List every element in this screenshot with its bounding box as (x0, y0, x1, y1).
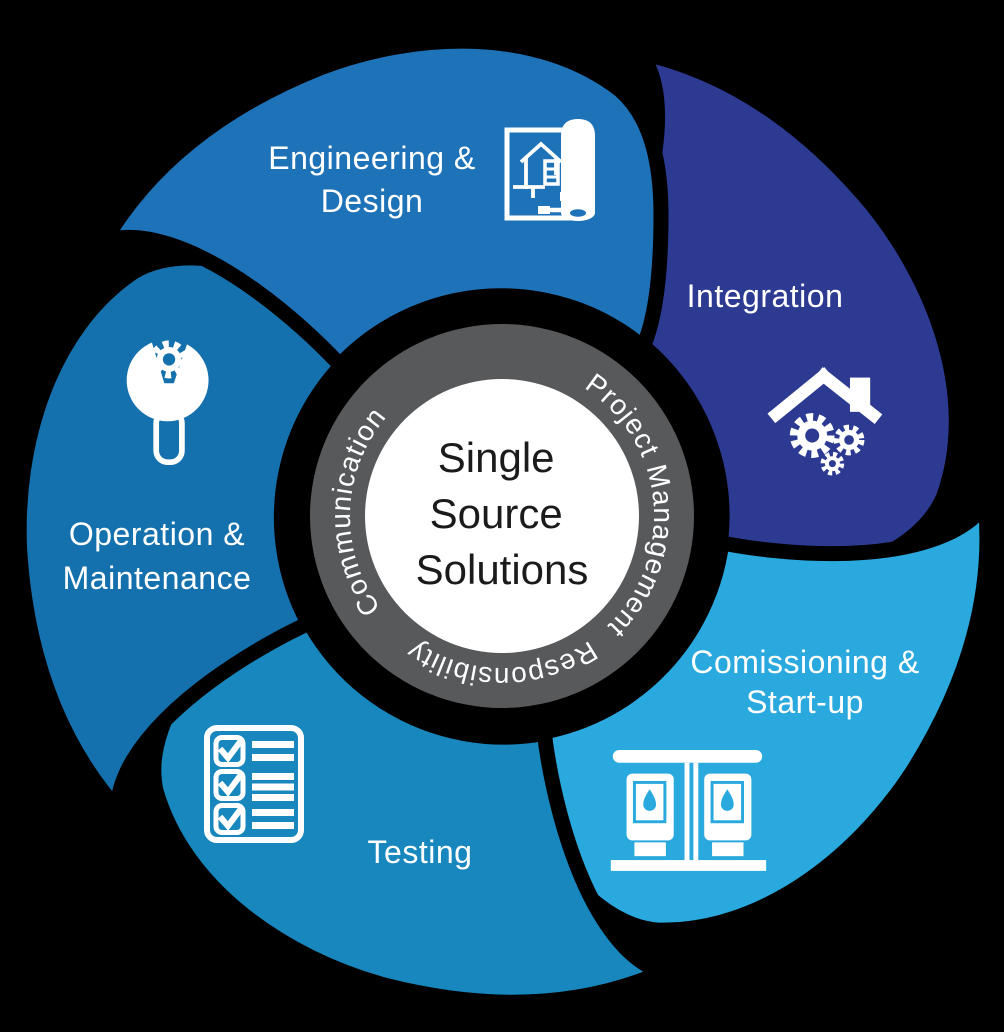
wrench-gear-icon (126, 329, 209, 466)
label-engineering-design: Engineering & Design (268, 140, 476, 219)
center-title: Single Source Solutions (416, 434, 589, 593)
center-circle (365, 379, 639, 653)
blueprint-icon (504, 119, 595, 221)
label-operation-maintenance: Operation & Maintenance (62, 516, 252, 596)
label-integration: Integration (686, 278, 844, 314)
house-gears-icon (767, 367, 883, 476)
checklist-icon (204, 725, 304, 843)
fuel-pumps-icon (610, 749, 767, 871)
label-testing: Testing (367, 834, 473, 870)
label-comissioning-startup: Comissioning & Start-up (690, 644, 920, 720)
